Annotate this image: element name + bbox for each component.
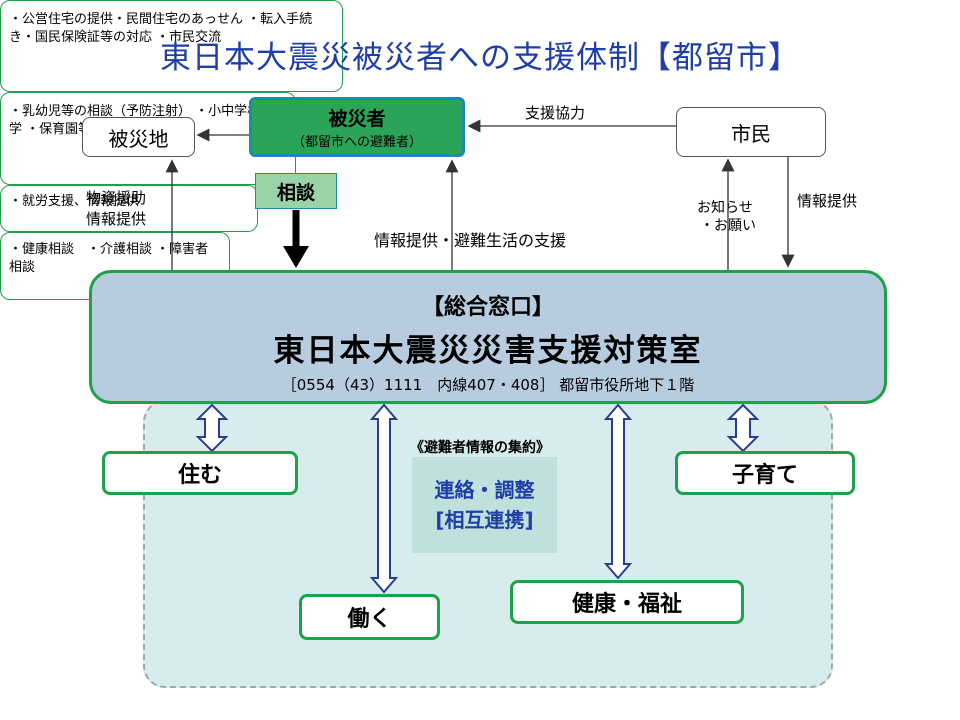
sumu-label: 住む	[177, 463, 222, 488]
list-item: ・健康相談 ・介護相談	[9, 242, 153, 257]
joho-teikyo-label: 情報提供	[797, 192, 858, 210]
hataraku-button[interactable]: 働く	[299, 594, 440, 640]
list-item: ・市民交流	[156, 30, 222, 45]
busshi-label-1: 物資援助	[86, 189, 147, 207]
hisaichi-label: 被災地	[108, 126, 169, 151]
shimin-box[interactable]: 市民	[676, 107, 826, 157]
center-contact: ［0554（43）1111 内線407・408］ 都留市役所地下１階	[281, 376, 695, 394]
shuyaku-label: 《避難者情報の集約》	[410, 440, 550, 456]
hataraku-label: 働く	[347, 607, 392, 632]
renraku-line-2: [相互連携]	[435, 508, 534, 532]
oshirase-label-1: お知らせ	[697, 200, 753, 216]
shimin-label: 市民	[731, 121, 771, 146]
list-item: ・障害者相談	[9, 242, 209, 275]
sumu-list: ・公営住宅の提供・民間住宅のあっせん ・転入手続き・国民保険証等の対応 ・市民交…	[0, 0, 343, 92]
soudan-label: 相談	[276, 181, 315, 204]
renraku-chosei-box: 連絡・調整 [相互連携]	[412, 457, 557, 553]
center-title: 東日本大震災災害支援対策室	[273, 333, 703, 369]
busshi-label-2: 情報提供	[86, 210, 147, 228]
hisaisha-title: 被災者	[328, 108, 386, 130]
joho-hinan-label: 情報提供・避難生活の支援	[374, 231, 567, 250]
shien-kyoryoku-label: 支援協力	[525, 104, 586, 122]
list-item: ・就労支援、情報提供	[9, 194, 140, 209]
center-heading: 【総合窓口】	[421, 295, 554, 320]
kosodate-label: 子育て	[731, 463, 798, 488]
list-item: ・乳幼児等の相談（予防注射）	[9, 104, 192, 119]
hisaisha-box[interactable]: 被災者 （都留市への避難者）	[249, 97, 465, 157]
page-title: 東日本大震災被災者への支援体制【都留市】	[160, 40, 800, 76]
soudan-box[interactable]: 相談	[255, 173, 337, 209]
kosodate-button[interactable]: 子育て	[675, 451, 855, 495]
list-item: ・転入手続き・国民保険証等の対応	[9, 12, 313, 45]
hisaichi-box[interactable]: 被災地	[82, 117, 195, 157]
hisaisha-subtitle: （都留市への避難者）	[291, 135, 422, 150]
kenko-button[interactable]: 健康・福祉	[510, 580, 744, 624]
renraku-line-1: 連絡・調整	[434, 478, 535, 502]
sumu-button[interactable]: 住む	[102, 451, 298, 495]
sogo-madoguchi-box[interactable]: 【総合窓口】 東日本大震災災害支援対策室 ［0554（43）1111 内線407…	[89, 270, 887, 404]
kenko-label: 健康・福祉	[571, 592, 682, 617]
list-item: ・公営住宅の提供・民間住宅のあっせん	[9, 12, 244, 27]
